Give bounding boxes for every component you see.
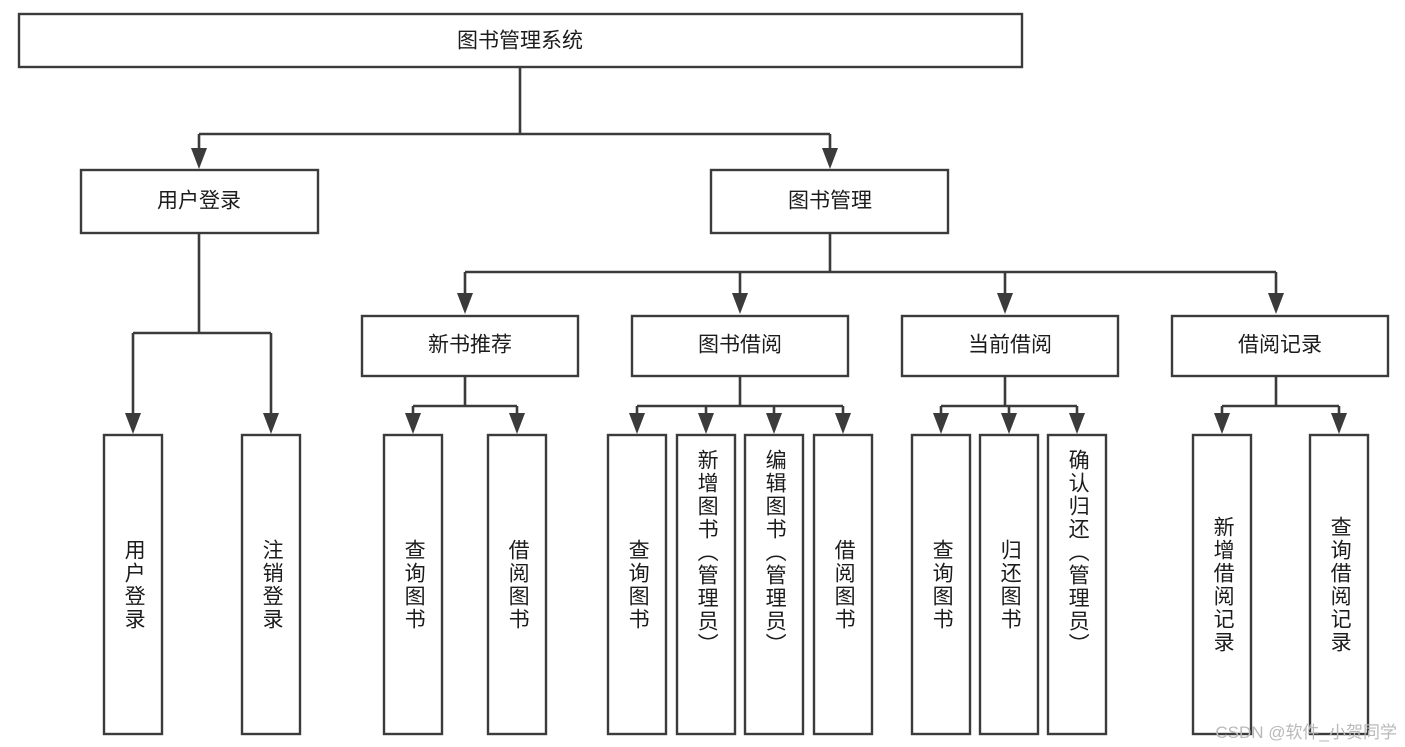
arrow-leaf-borrow-2 — [698, 413, 714, 434]
node-book-management-label: 图书管理 — [788, 190, 872, 213]
leaf-box-edit-book-admin[interactable] — [743, 433, 805, 736]
leaf-box-query-book-c[interactable] — [910, 433, 972, 736]
node-book-borrow-label: 图书借阅 — [698, 334, 782, 357]
arrow-to-records — [1268, 293, 1284, 314]
leaf-box-user-login[interactable] — [102, 433, 164, 736]
edges-group — [125, 68, 1347, 434]
leaf-box-return-book[interactable] — [978, 433, 1040, 736]
arrow-leaf-current-2 — [1001, 413, 1017, 434]
arrow-to-current — [997, 293, 1013, 314]
arrow-leaf-logout — [263, 413, 279, 434]
node-book-borrow-box[interactable] — [630, 314, 850, 378]
node-user-login-box[interactable] — [79, 168, 320, 235]
node-current-borrow-box[interactable] — [900, 314, 1120, 378]
node-new-book-recommend-label: 新书推荐 — [428, 334, 512, 357]
arrow-leaf-newbook-2 — [509, 413, 525, 434]
leaf-box-query-book-b[interactable] — [606, 433, 668, 736]
leaf-box-query-borrow-record[interactable] — [1308, 433, 1370, 736]
arrow-leaf-current-1 — [933, 413, 949, 434]
arrow-to-bookmgmt — [822, 148, 838, 169]
arrow-leaf-current-3 — [1069, 413, 1085, 434]
node-borrow-record-label: 借阅记录 — [1238, 334, 1322, 357]
node-current-borrow-label: 当前借阅 — [968, 334, 1052, 357]
arrow-leaf-newbook-1 — [405, 413, 421, 434]
node-book-management-box[interactable] — [709, 168, 950, 235]
leaf-box-confirm-return-admin[interactable] — [1046, 433, 1108, 736]
node-new-book-recommend-box[interactable] — [360, 314, 580, 378]
leaf-box-query-book-a[interactable] — [382, 433, 444, 736]
node-borrow-record-box[interactable] — [1170, 314, 1390, 378]
arrow-leaf-records-2 — [1331, 413, 1347, 434]
leaf-box-add-borrow-record[interactable] — [1191, 433, 1253, 736]
arrow-to-borrow — [732, 293, 748, 314]
arrow-to-userlogin — [191, 148, 207, 169]
leaf-box-logout[interactable] — [240, 433, 302, 736]
leaf-box-borrow-book-a[interactable] — [486, 433, 548, 736]
leaf-box-borrow-book-b[interactable] — [812, 433, 874, 736]
arrow-to-newbook — [457, 293, 473, 314]
node-root-box[interactable] — [17, 12, 1024, 69]
nodes-group: 图书管理系统 用户登录 图书管理 新书推荐 图书借阅 当前借阅 借阅记录 — [17, 12, 1390, 736]
arrow-leaf-borrow-4 — [835, 413, 851, 434]
node-user-login-label: 用户登录 — [157, 190, 241, 213]
arrow-leaf-user-login — [125, 413, 141, 434]
arrow-leaf-borrow-1 — [629, 413, 645, 434]
arrow-leaf-borrow-3 — [766, 413, 782, 434]
csdn-watermark: CSDN @软件_小贺同学 — [1215, 723, 1397, 742]
node-root-label: 图书管理系统 — [457, 30, 583, 53]
leaf-box-add-book-admin[interactable] — [675, 433, 737, 736]
arrow-leaf-records-1 — [1214, 413, 1230, 434]
